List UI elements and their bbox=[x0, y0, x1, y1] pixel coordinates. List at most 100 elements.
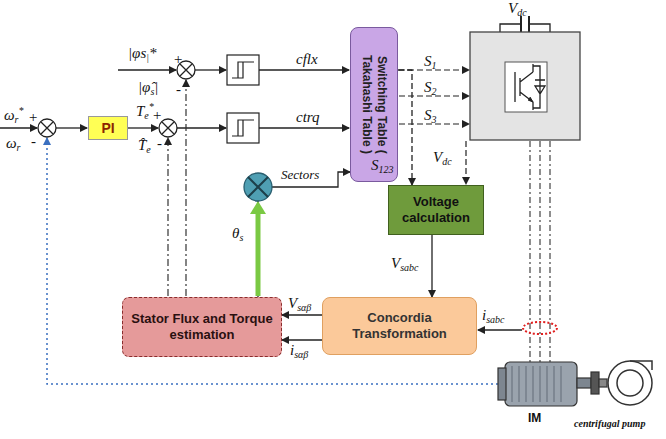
induction-motor bbox=[498, 362, 607, 406]
sector-selector-part bbox=[256, 212, 261, 296]
text-part: * bbox=[19, 105, 24, 116]
signal-label: S3 bbox=[424, 108, 437, 125]
sector-selector bbox=[244, 173, 272, 296]
estimator-box: Stator Flux and Torque estimation bbox=[122, 297, 282, 357]
signal-label: + bbox=[152, 108, 162, 123]
switch-signals bbox=[399, 70, 469, 184]
text-part: r bbox=[15, 114, 19, 125]
node-text: Voltage calculation bbox=[395, 194, 477, 225]
text-part: 1 bbox=[432, 60, 437, 71]
node-text: Stator Flux and Torque estimation bbox=[129, 311, 275, 342]
edge-label: Sectors bbox=[281, 168, 319, 181]
signal-wires-part bbox=[259, 127, 349, 128]
summing-junction-part bbox=[38, 119, 56, 137]
signal-label: Te* bbox=[136, 102, 154, 121]
motor-cables-part bbox=[530, 141, 550, 362]
inverter-symbol-part bbox=[505, 62, 547, 112]
signal-label: + bbox=[28, 110, 38, 125]
node-text: Concordia Transformation bbox=[329, 310, 470, 341]
text-part: | bbox=[154, 79, 158, 95]
hysteresis-comparator bbox=[227, 55, 259, 143]
hysteresis-comparator-part bbox=[227, 55, 259, 85]
text-part: S bbox=[371, 157, 379, 173]
text-part: dc bbox=[517, 7, 526, 18]
process-box: Voltage calculation bbox=[388, 185, 484, 235]
centrifugal-pump-part bbox=[608, 361, 652, 405]
node-text: Switching Table ( Takahashi Table ) bbox=[359, 32, 389, 177]
induction-motor-part bbox=[591, 372, 599, 394]
induction-motor-part bbox=[505, 362, 577, 406]
signal-label: S2 bbox=[424, 80, 437, 97]
centrifugal-pump-part bbox=[630, 361, 652, 370]
text-part: T bbox=[136, 103, 144, 119]
text-part: s bbox=[150, 86, 154, 97]
sector-selector-part bbox=[248, 177, 268, 197]
signal-label: IM bbox=[528, 412, 541, 424]
connector bbox=[282, 339, 322, 340]
text-part: sαβ bbox=[294, 349, 308, 360]
current-measure bbox=[478, 329, 522, 330]
signal-label: T̂e bbox=[138, 138, 151, 155]
text-part: ω bbox=[4, 107, 15, 123]
text-part: sabc bbox=[486, 314, 504, 325]
signal-label: ctrq bbox=[296, 110, 320, 125]
edge-label: isαβ bbox=[290, 343, 308, 360]
summing-junction-part bbox=[162, 122, 174, 134]
signal-label: cflx bbox=[296, 52, 318, 67]
induction-motor-part bbox=[498, 368, 506, 400]
signal-wires-part bbox=[56, 127, 87, 128]
text-part: V bbox=[391, 255, 400, 271]
signal-wires-part bbox=[0, 127, 37, 128]
estimate-feedback-part bbox=[185, 80, 186, 296]
hysteresis-comparator-part bbox=[232, 62, 254, 78]
text-part: 123 bbox=[379, 164, 394, 175]
text-part: e bbox=[146, 144, 150, 155]
text-part: θ bbox=[232, 225, 239, 241]
centrifugal-pump-part bbox=[617, 370, 643, 396]
speed-feedback bbox=[47, 138, 503, 384]
induction-motor-part bbox=[577, 378, 591, 388]
signal-label: S1 bbox=[424, 54, 437, 71]
signal-label: - bbox=[157, 136, 162, 151]
signal-label: ωr bbox=[6, 136, 21, 153]
connector bbox=[398, 70, 412, 185]
edge-label: S123 bbox=[371, 158, 394, 175]
text-part: V bbox=[508, 0, 517, 16]
text-part: sabc bbox=[400, 262, 418, 273]
signal-label: |φs|* bbox=[128, 44, 157, 63]
text-part: ω bbox=[6, 135, 17, 151]
induction-motor-part bbox=[512, 366, 561, 402]
text-part: i bbox=[482, 307, 486, 323]
signal-wires-part bbox=[195, 69, 226, 70]
text-part: |φ̂ bbox=[138, 79, 150, 95]
text-part: sαβ bbox=[297, 302, 311, 313]
hysteresis-comparator-part bbox=[232, 120, 254, 136]
signal-label: - bbox=[176, 82, 181, 97]
signal-label: - bbox=[31, 134, 36, 149]
signal-label: |φ̂s| bbox=[138, 80, 158, 97]
text-part: V bbox=[433, 149, 442, 165]
edge-label: Vsαβ bbox=[288, 296, 311, 313]
summing-junction-part bbox=[41, 122, 53, 134]
text-part: V bbox=[288, 295, 297, 311]
current-sensor bbox=[523, 322, 557, 334]
text-part: r bbox=[17, 142, 21, 153]
induction-motor-part bbox=[599, 379, 607, 387]
signal-wires bbox=[0, 70, 349, 128]
signal-label: θs bbox=[232, 226, 243, 243]
signal-wires-part bbox=[128, 127, 158, 128]
signal-label: Vdc bbox=[433, 150, 452, 167]
text-part: T̂ bbox=[138, 137, 146, 153]
text-part: i bbox=[290, 342, 294, 358]
estimate-feedback bbox=[168, 80, 186, 296]
inverter-symbol-part bbox=[470, 32, 580, 140]
text-part: | bbox=[146, 52, 149, 63]
text-part: s bbox=[239, 232, 243, 243]
edge-label: Vsabc bbox=[391, 256, 419, 273]
inverter-symbol-part bbox=[500, 24, 550, 32]
signal-label: ωr* bbox=[4, 106, 24, 125]
transform-box: Concordia Transformation bbox=[322, 297, 477, 355]
connector bbox=[431, 235, 432, 297]
sector-selector-part bbox=[244, 173, 272, 201]
inverter-symbol-part bbox=[528, 97, 533, 102]
